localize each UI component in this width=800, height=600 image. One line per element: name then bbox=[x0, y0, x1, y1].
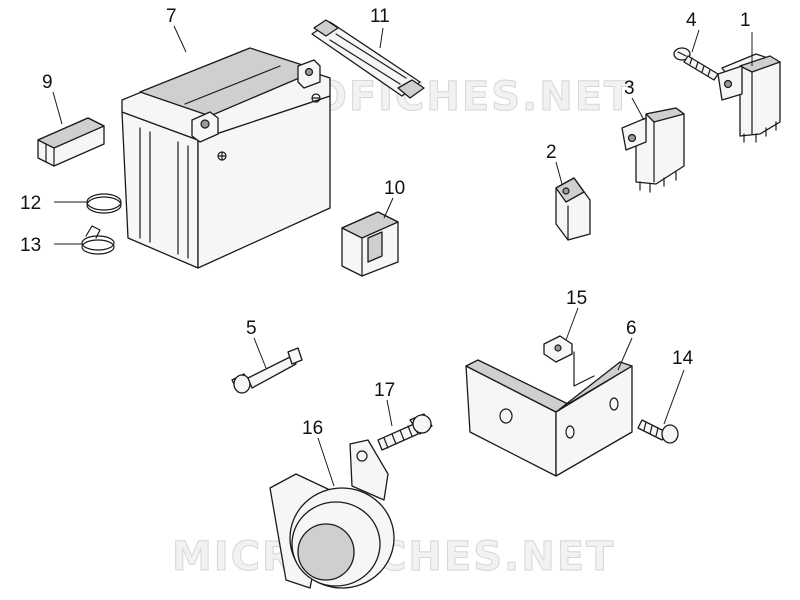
screw-4 bbox=[673, 47, 719, 81]
callout-6: 6 bbox=[626, 318, 637, 339]
callouts: 1 4 3 2 5 6 7 9 10 11 12 13 14 15 16 17 bbox=[20, 6, 751, 439]
rubber-block bbox=[341, 211, 399, 277]
screw-14 bbox=[637, 419, 679, 444]
callout-11: 11 bbox=[370, 6, 390, 27]
callout-7: 7 bbox=[166, 6, 177, 27]
callout-17: 17 bbox=[374, 380, 395, 401]
horn-bracket bbox=[465, 351, 633, 477]
callout-14: 14 bbox=[672, 348, 694, 369]
fuse-holder bbox=[37, 117, 105, 167]
callout-2: 2 bbox=[546, 142, 557, 163]
callout-1: 1 bbox=[740, 10, 751, 31]
horn bbox=[269, 439, 395, 589]
ignition-module bbox=[717, 53, 781, 143]
relay-bracket bbox=[555, 177, 591, 241]
leader-lines bbox=[52, 25, 753, 487]
horn-bolt bbox=[377, 413, 433, 451]
clip-nut bbox=[543, 335, 573, 363]
callout-12: 12 bbox=[20, 193, 41, 214]
clip-ring bbox=[86, 193, 122, 214]
callout-13: 13 bbox=[20, 235, 41, 256]
callout-9: 9 bbox=[42, 72, 53, 93]
battery bbox=[121, 47, 331, 269]
callout-3: 3 bbox=[624, 78, 635, 99]
callout-15: 15 bbox=[566, 288, 587, 309]
battery-strap bbox=[311, 19, 425, 99]
bolt-5 bbox=[231, 347, 303, 394]
relay bbox=[621, 107, 685, 193]
callout-10: 10 bbox=[384, 178, 405, 199]
callout-4: 4 bbox=[686, 10, 697, 31]
callout-5: 5 bbox=[246, 318, 257, 339]
callout-16: 16 bbox=[302, 418, 323, 439]
hose-clamp bbox=[81, 225, 115, 255]
